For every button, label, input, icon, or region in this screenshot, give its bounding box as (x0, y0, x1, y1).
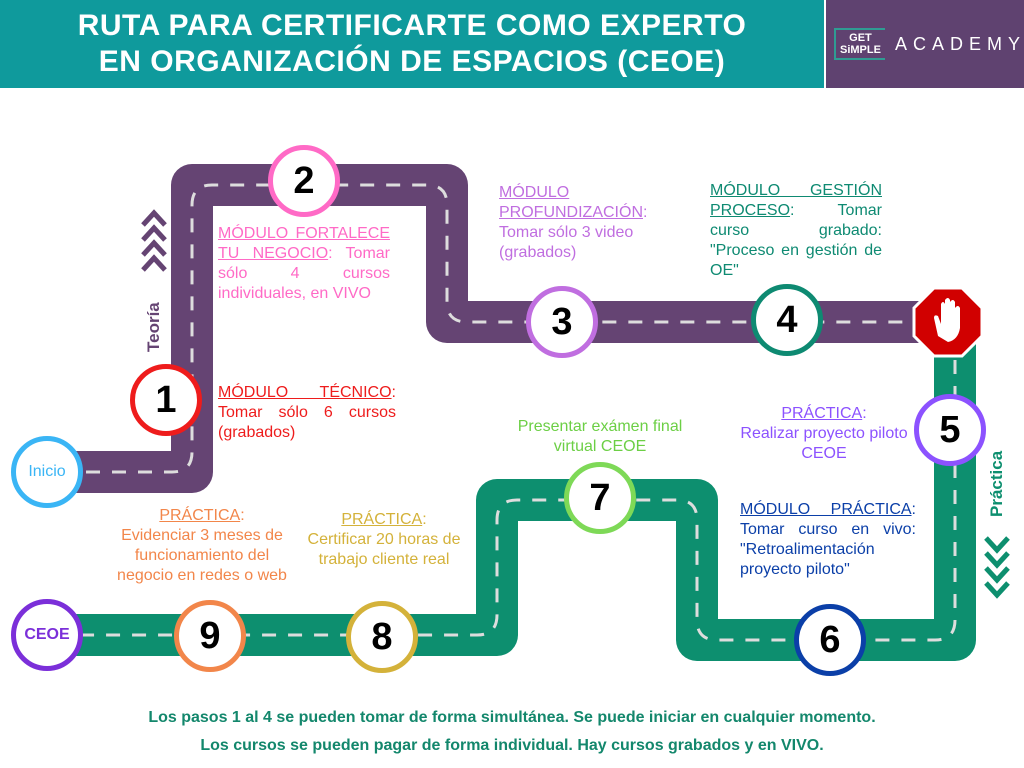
step-3-marker: 3 (526, 286, 598, 358)
step-8-title: PRÁCTICA (341, 511, 423, 528)
step-9-marker: 9 (174, 600, 246, 672)
step-3-text: MÓDULO PROFUNDIZACIÓN: Tomar sólo 3 vide… (499, 184, 648, 261)
title-line-2: EN ORGANIZACIÓN DE ESPACIOS (CEOE) (98, 45, 726, 78)
step-9-text: PRÁCTICA:Evidenciar 3 meses de funcionam… (117, 507, 287, 584)
step-5-title: PRÁCTICA (781, 405, 863, 422)
step-6-desc: Tomar curso en vivo: "Retroalimentación … (740, 521, 916, 578)
start-marker: Inicio (11, 436, 83, 508)
step-6-marker: 6 (794, 604, 866, 676)
step-5-desc: Realizar proyecto piloto CEOE (740, 425, 908, 462)
step-2-marker: 2 (268, 145, 340, 217)
step-3-desc: Tomar sólo 3 video (grabados) (499, 224, 634, 261)
logo-simple: SiMPLE (840, 44, 881, 56)
stop-sign-icon (912, 286, 984, 358)
chevrons-down-icon (984, 536, 1010, 599)
step-1-marker: 1 (130, 364, 202, 436)
step-4-text: MÓDULO GESTIÓN PROCESO: Tomar curso grab… (710, 182, 882, 279)
step-7-marker: 7 (564, 462, 636, 534)
footer-note-2: Los cursos se pueden pagar de forma indi… (200, 737, 824, 754)
practica-label: Práctica (987, 450, 1006, 517)
chevrons-up-icon (141, 209, 167, 272)
step-9-title: PRÁCTICA (159, 507, 241, 524)
step-9-desc: Evidenciar 3 meses de funcionamiento del… (117, 527, 287, 584)
footer-note-1: Los pasos 1 al 4 se pueden tomar de form… (148, 709, 876, 726)
step-1-desc: Tomar sólo 6 cursos (grabados) (218, 404, 396, 441)
end-marker: CEOE (11, 599, 83, 671)
step-5-text: PRÁCTICA:Realizar proyecto piloto CEOE (740, 405, 908, 462)
step-2-title: MÓDULO FORTALECE TU NEGOCIO (218, 225, 390, 262)
step-4-marker: 4 (751, 284, 823, 356)
title-line-1: RUTA PARA CERTIFICARTE COMO EXPERTO (77, 9, 747, 42)
step-4-desc: Tomar curso grabado: "Proceso en gestión… (710, 202, 882, 279)
step-2-desc: Tomar sólo 4 cursos individuales, en VIV… (218, 245, 390, 302)
teoria-label: Teoría (144, 302, 163, 352)
logo-academy: ACADEMY (894, 33, 1024, 54)
step-4-title: MÓDULO GESTIÓN PROCESO (710, 182, 882, 219)
logo-get: GET (849, 32, 872, 44)
step-8-desc: Certificar 20 horas de trabajo cliente r… (307, 531, 461, 568)
road-green (60, 330, 976, 661)
step-2-text: MÓDULO FORTALECE TU NEGOCIO: Tomar sólo … (218, 225, 390, 302)
step-6-text: MÓDULO PRÁCTICA: Tomar curso en vivo: "R… (740, 501, 916, 578)
step-8-text: PRÁCTICA:Certificar 20 horas de trabajo … (307, 511, 461, 568)
step-1-title: MÓDULO TÉCNICO (218, 384, 392, 401)
step-6-title: MÓDULO PRÁCTICA (740, 501, 912, 518)
step-8-marker: 8 (346, 601, 418, 673)
step-1-text: MÓDULO TÉCNICO: Tomar sólo 6 cursos (gra… (218, 384, 396, 441)
step-7-text: Presentar exámen final virtual CEOE (517, 418, 683, 455)
step-5-marker: 5 (914, 394, 986, 466)
step-3-title: MÓDULO PROFUNDIZACIÓN (499, 184, 643, 221)
